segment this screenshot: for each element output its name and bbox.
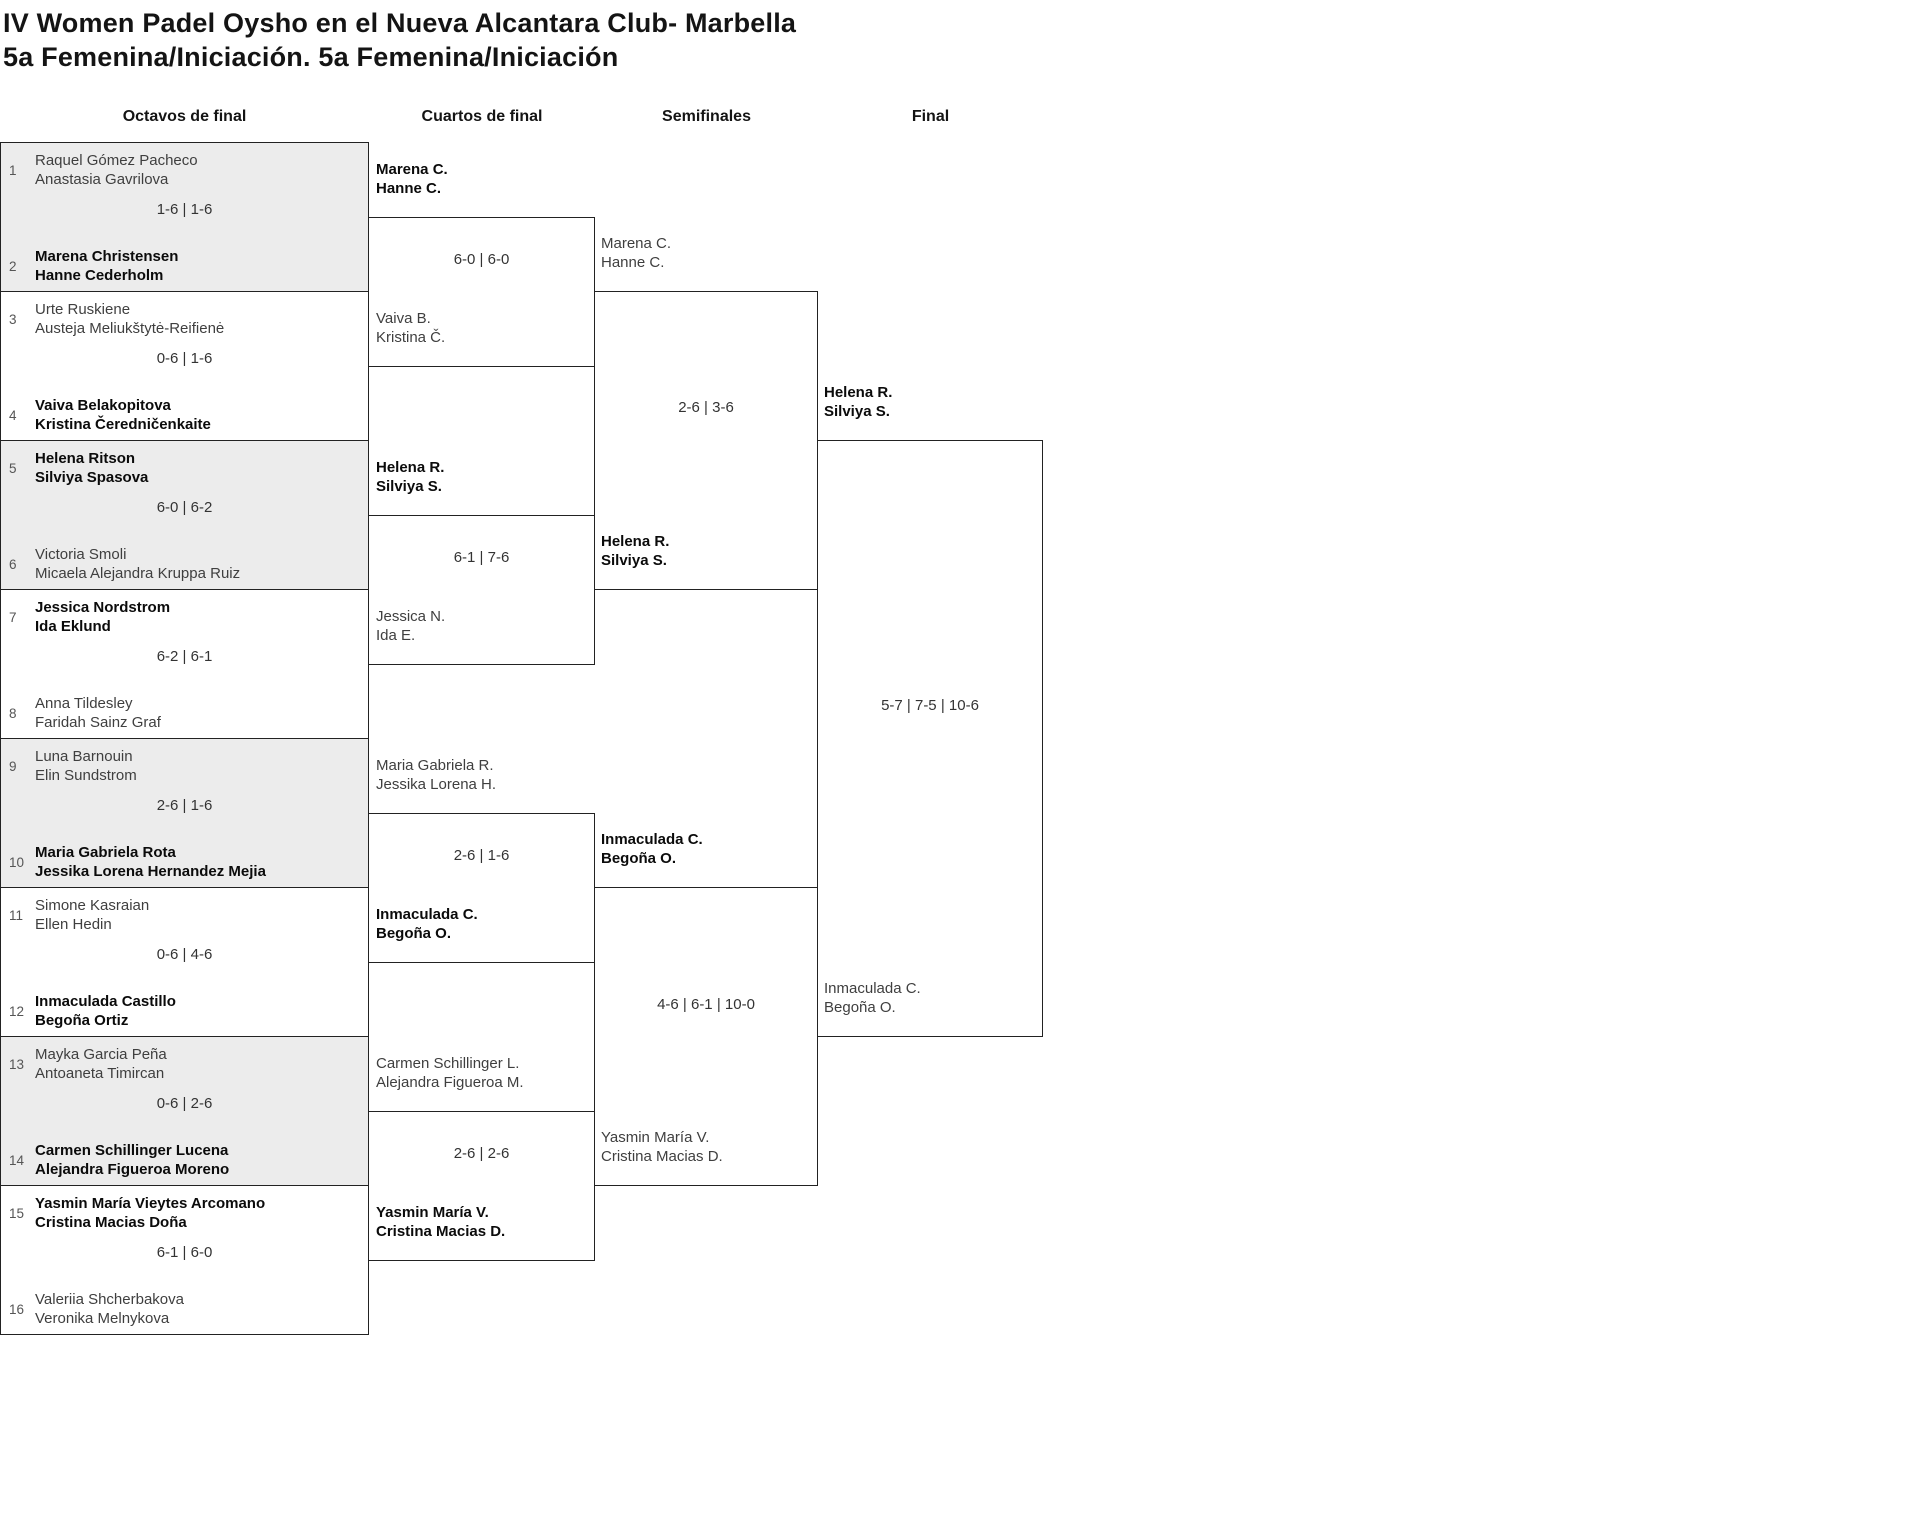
final-team-b-label: Inmaculada C.Begoña O. <box>824 980 921 1016</box>
seed-number: 6 <box>9 556 17 572</box>
final-box <box>817 440 1043 1037</box>
cuartos-3-team-b-label: Inmaculada C.Begoña O. <box>376 906 478 942</box>
seed-number: 12 <box>9 1003 25 1019</box>
seed-number: 4 <box>9 407 17 423</box>
seed-number: 11 <box>9 907 24 923</box>
final-score: 5-7 | 7-5 | 10-6 <box>881 697 979 714</box>
round-header-octavos: Octavos de final <box>122 108 247 125</box>
cuartos-2-team-a-label: Helena R.Silviya S. <box>376 459 445 495</box>
semifinal-2-team-a-label: Inmaculada C.Begoña O. <box>601 831 703 867</box>
cuartos-4-team-a-label: Carmen Schillinger L.Alejandra Figueroa … <box>376 1055 524 1091</box>
cuartos-match-2-box <box>368 515 595 665</box>
seed-number: 5 <box>9 460 17 476</box>
semifinal-1-team-b-label: Helena R.Silviya S. <box>601 533 670 569</box>
seed-number: 1 <box>9 162 17 178</box>
cuartos-match-4-box <box>368 1111 595 1261</box>
round-header-final: Final <box>911 108 950 125</box>
seed-number: 15 <box>9 1205 25 1221</box>
semifinal-1-score: 2-6 | 3-6 <box>678 399 734 416</box>
seed-number: 2 <box>9 258 17 274</box>
match-score: 1-6 | 1-6 <box>156 201 213 218</box>
semifinal-1-team-a-label: Marena C.Hanne C. <box>601 235 672 271</box>
seed-number: 8 <box>9 705 17 721</box>
seed-number: 7 <box>9 609 17 625</box>
category-name: 5a Femenina/Iniciación. 5a Femenina/Inic… <box>3 42 619 72</box>
cuartos-1-team-b-label: Vaiva B.Kristina Č. <box>376 310 446 346</box>
seed-number: 16 <box>9 1301 25 1317</box>
cuartos-2-score: 6-1 | 7-6 <box>453 549 510 566</box>
round-header-cuartos: Cuartos de final <box>421 108 543 125</box>
cuartos-1-team-a-label: Marena C.Hanne C. <box>376 161 448 197</box>
seed-number: 10 <box>9 854 25 870</box>
seed-number: 3 <box>9 311 17 327</box>
seed-number: 13 <box>9 1056 25 1072</box>
cuartos-2-team-b-label: Jessica N.Ida E. <box>376 608 446 644</box>
match-score: 0-6 | 2-6 <box>156 1095 213 1112</box>
semifinal-2-score: 4-6 | 6-1 | 10-0 <box>657 996 755 1013</box>
cuartos-4-team-b-label: Yasmin María V.Cristina Macias D. <box>376 1204 506 1240</box>
cuartos-3-score: 2-6 | 1-6 <box>453 847 510 864</box>
match-score: 0-6 | 4-6 <box>156 946 213 963</box>
cuartos-4-score: 2-6 | 2-6 <box>453 1145 510 1162</box>
tournament-name: IV Women Padel Oysho en el Nueva Alcanta… <box>3 8 797 38</box>
seed-number: 14 <box>9 1152 25 1168</box>
page-title: IV Women Padel Oysho en el Nueva Alcanta… <box>3 6 796 74</box>
cuartos-3-team-a-label: Maria Gabriela R.Jessika Lorena H. <box>376 757 497 793</box>
match-score: 6-2 | 6-1 <box>156 648 213 665</box>
final-team-a-label: Helena R.Silviya S. <box>824 384 893 420</box>
round-header-semifinales: Semifinales <box>662 108 751 125</box>
match-score: 6-1 | 6-0 <box>156 1244 213 1261</box>
match-score: 6-0 | 6-2 <box>156 499 213 516</box>
cuartos-1-score: 6-0 | 6-0 <box>453 251 510 268</box>
seed-number: 9 <box>9 758 17 774</box>
semifinal-2-team-b-label: Yasmin María V.Cristina Macias D. <box>601 1129 723 1165</box>
match-score: 0-6 | 1-6 <box>156 350 213 367</box>
match-score: 2-6 | 1-6 <box>156 797 213 814</box>
